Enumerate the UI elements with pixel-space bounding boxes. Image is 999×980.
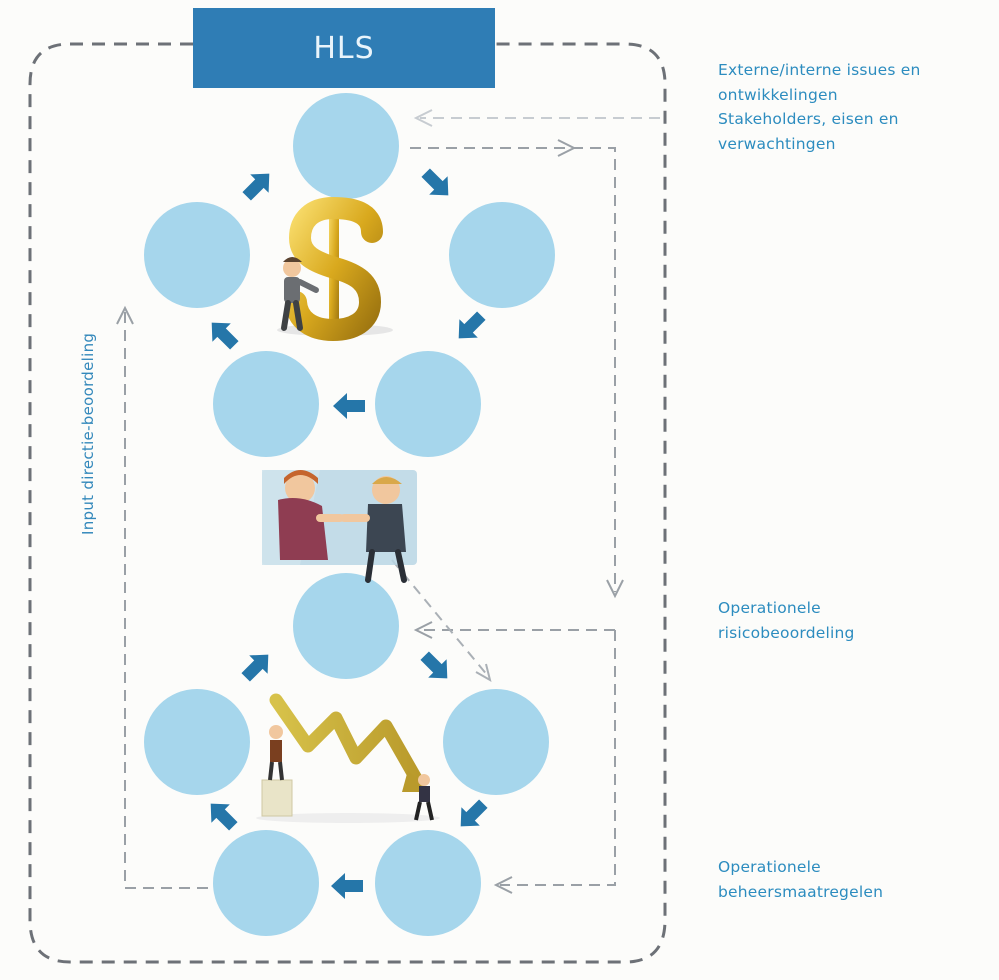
side-label-middle-line-2: risicobeoordeling <box>718 623 855 642</box>
side-label-top-line-3: Stakeholders, eisen en <box>718 110 899 128</box>
outer-dashed-frame <box>28 42 667 964</box>
cycle-circle-6 <box>293 573 399 679</box>
dashed-arrowhead-right-upper <box>606 579 624 599</box>
cycle-circle-10 <box>144 689 250 795</box>
dashed-path-right-upper <box>410 147 616 592</box>
side-label-middle: Operationele risicobeoordeling <box>718 596 855 645</box>
cycle-circle-2 <box>449 202 555 308</box>
dashed-diagonal <box>391 559 489 677</box>
side-label-top: Externe/interne issues en ontwikkelingen… <box>718 58 921 156</box>
cycle-circle-3 <box>375 351 481 457</box>
cycle-circle-1 <box>293 93 399 199</box>
dashed-arrowhead-top-left <box>557 139 577 157</box>
cycle-arrow-upper-1 <box>421 168 449 196</box>
vertical-label: Input directie-beoordeling <box>79 332 97 535</box>
handshake-icon <box>262 470 417 583</box>
cycle-arrow-lower-1 <box>420 651 448 679</box>
cycle-arrow-upper-3 <box>333 393 365 419</box>
dashed-diagonal-arrowhead <box>475 663 492 683</box>
inner-dashed-arrowhead-up <box>116 305 134 325</box>
line-graph-icon <box>256 693 440 823</box>
cycle-circle-8 <box>375 830 481 936</box>
side-label-bottom-line-1: Operationele <box>718 858 821 876</box>
cycle-circle-7 <box>443 689 549 795</box>
cycle-arrow-lower-5 <box>241 654 269 682</box>
side-label-bottom-line-2: beheersmaatregelen <box>718 882 884 901</box>
cycle-circle-9 <box>213 830 319 936</box>
dollar-sign-icon <box>277 196 393 342</box>
cycle-arrow-upper-4 <box>211 322 239 350</box>
dashed-arrowhead-top-input <box>413 109 433 127</box>
dashed-arrowhead-right-lower <box>493 876 513 894</box>
side-label-top-line-2: ontwikkelingen <box>718 85 838 104</box>
dashed-path-right-lower <box>500 630 616 886</box>
side-label-bottom: Operationele beheersmaatregelen <box>718 855 883 904</box>
cycle-arrow-upper-2 <box>458 311 486 339</box>
cycle-arrow-lower-3 <box>331 873 363 899</box>
header-box <box>193 8 495 88</box>
cycle-circle-4 <box>213 351 319 457</box>
dashed-arrowhead-right-middle <box>413 621 433 639</box>
side-label-top-line-1: Externe/interne issues en <box>718 61 921 79</box>
cycle-circle-5 <box>144 202 250 308</box>
side-label-top-line-4: verwachtingen <box>718 134 836 153</box>
cycle-arrow-lower-4 <box>210 803 238 831</box>
inner-dashed-loop-left <box>124 312 210 889</box>
lower-cycle <box>144 573 549 936</box>
cycle-arrow-upper-5 <box>242 173 270 201</box>
cycle-arrow-lower-2 <box>460 799 488 827</box>
upper-cycle <box>144 93 555 457</box>
side-label-middle-line-1: Operationele <box>718 599 821 617</box>
